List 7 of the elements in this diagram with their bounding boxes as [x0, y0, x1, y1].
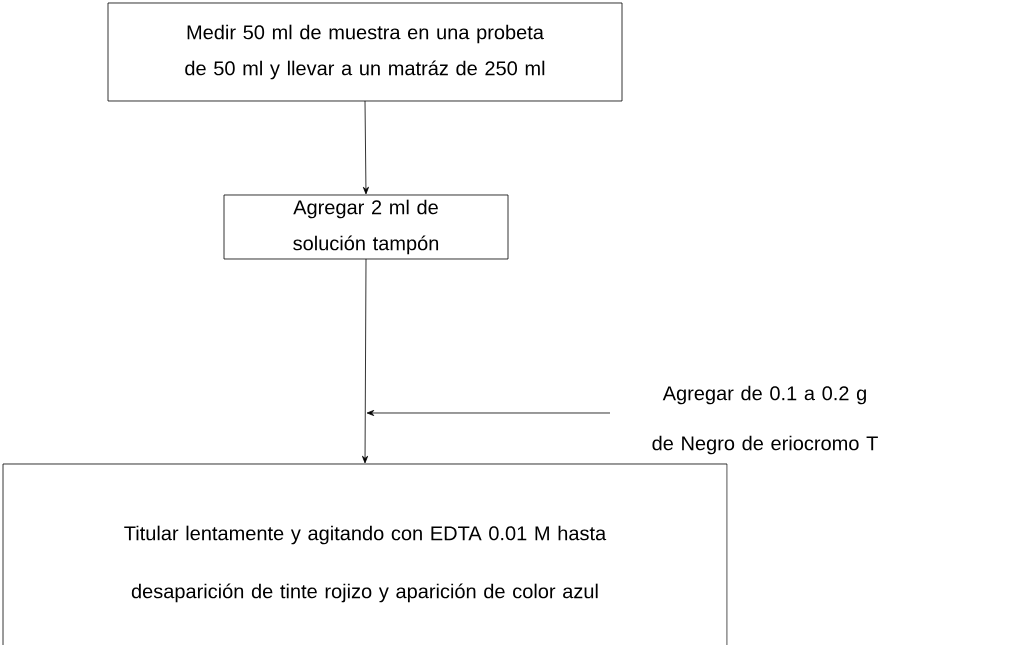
process-box: Titular lentamente y agitando con EDTA 0.01 M hasta desaparición de tinte rojizo y aparición de color azul [2, 463, 728, 645]
process-box: Agregar 2 ml de solución tampón [223, 194, 509, 260]
arrow [362, 100, 369, 195]
arrow [362, 258, 369, 464]
process-box: Medir 50 ml de muestra en una probeta de 50 ml y llevar a un matráz de 250 ml [107, 2, 623, 102]
note-text: Agregar de 0.1 a 0.2 g de Negro de eriocromo T [652, 385, 878, 455]
arrow [366, 410, 611, 416]
